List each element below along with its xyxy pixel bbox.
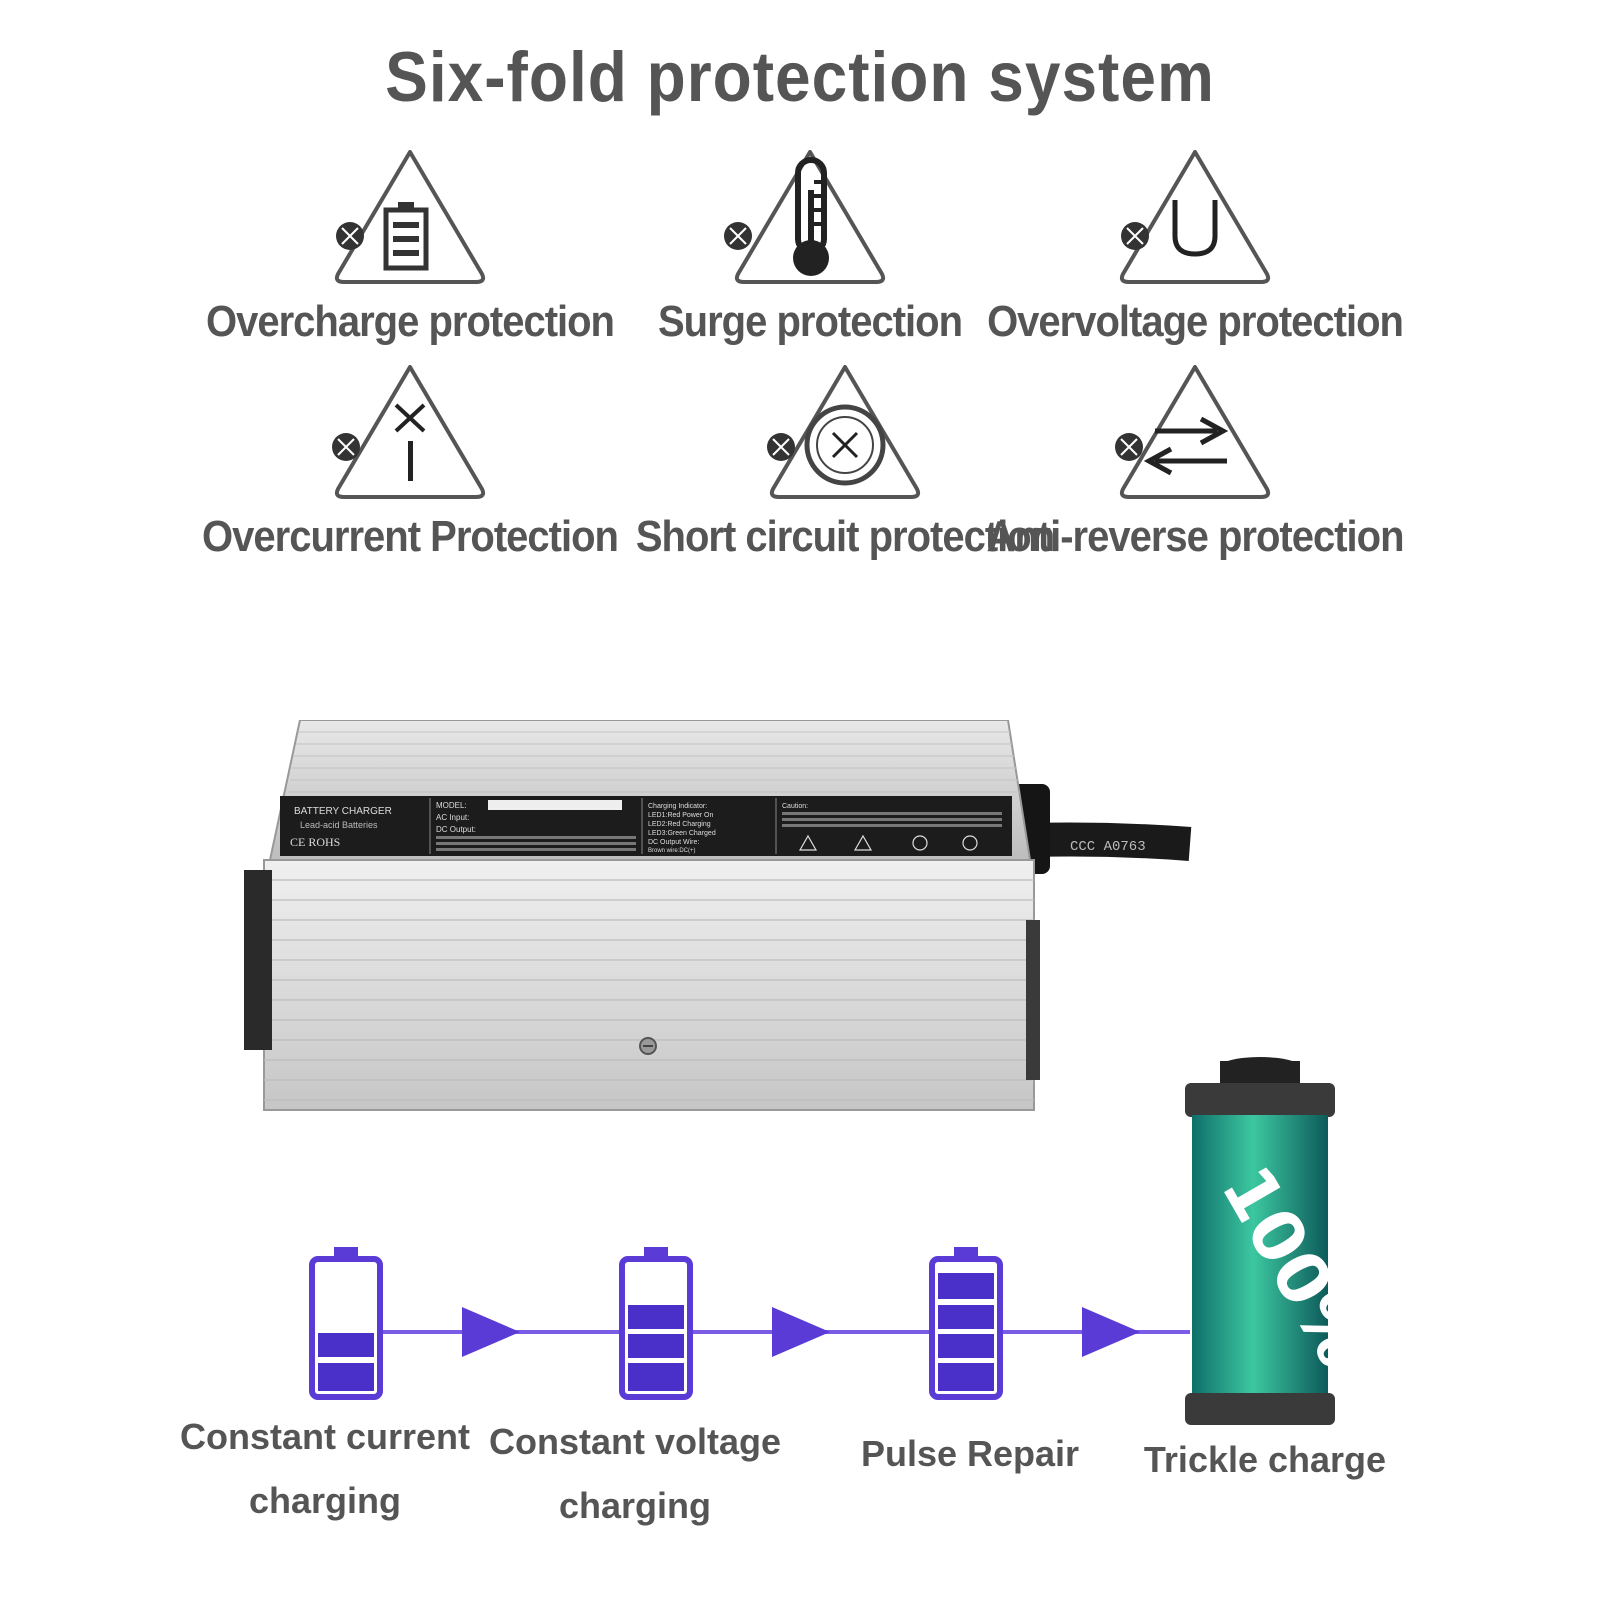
protection-label: Surge protection xyxy=(657,298,963,346)
protection-label: Anti-reverse protection xyxy=(986,513,1404,561)
battery-icon-60 xyxy=(619,1247,693,1400)
label-title: BATTERY CHARGER xyxy=(294,806,392,817)
stage-label-line2: charging xyxy=(558,1485,711,1526)
battery-level-icon xyxy=(383,202,429,271)
wire-brown-text: Brown wire:DC(+) xyxy=(648,848,696,854)
stage-label-line1: Trickle charge xyxy=(1143,1439,1387,1480)
arrow-icon xyxy=(1082,1307,1140,1357)
led2-text: LED2:Red Charging xyxy=(648,821,711,828)
stage-label-constant-current: Constant current charging xyxy=(175,1405,475,1533)
stage-label-line1: Pulse Repair xyxy=(860,1433,1080,1474)
protection-label: Overcurrent Protection xyxy=(202,513,619,561)
stage-label-trickle-charge: Trickle charge xyxy=(1115,1428,1415,1492)
protection-label: Short circuit protection xyxy=(635,513,1055,561)
full-battery-cylinder: 100% xyxy=(1185,1057,1380,1425)
stage-label-pulse-repair: Pulse Repair xyxy=(820,1422,1120,1486)
protection-item-surge: Surge protection xyxy=(590,150,1030,380)
ac-input-label: AC Input: xyxy=(436,813,469,822)
protection-item-overcharge: Overcharge protection xyxy=(190,150,630,380)
wire-title: DC Output Wire: xyxy=(648,839,699,846)
cable-print: CCC A0763 xyxy=(1070,839,1146,855)
cert-marks: CE ROHS xyxy=(290,835,340,849)
model-label: MODEL: xyxy=(436,801,467,810)
stage-label-line2: charging xyxy=(248,1480,401,1521)
battery-icon-40 xyxy=(309,1247,383,1400)
charging-stages: 100% xyxy=(309,1057,1380,1425)
reverse-arrows-icon xyxy=(1143,416,1229,476)
indicator-title: Charging Indicator: xyxy=(648,803,707,810)
stage-label-constant-voltage: Constant voltage charging xyxy=(485,1410,785,1538)
protection-label: Overcharge protection xyxy=(205,298,615,346)
protection-item-short-circuit: Short circuit protection xyxy=(625,365,1065,595)
protection-label: Overvoltage protection xyxy=(987,298,1404,346)
protection-item-overcurrent: Overcurrent Protection xyxy=(190,365,630,595)
current-cross-icon xyxy=(394,403,426,481)
arrow-icon xyxy=(462,1307,520,1357)
voltage-u-icon xyxy=(1172,200,1218,257)
led1-text: LED1:Red Power On xyxy=(648,812,713,819)
protection-item-anti-reverse: Anti-reverse protection xyxy=(975,365,1415,595)
page-title: Six-fold protection system xyxy=(385,37,1215,117)
label-subtitle: Lead-acid Batteries xyxy=(300,820,378,830)
stage-label-line1: Constant voltage xyxy=(488,1421,782,1462)
battery-icon-full xyxy=(929,1247,1003,1400)
thermometer-icon xyxy=(793,157,829,276)
short-circuit-icon xyxy=(804,404,886,486)
led3-text: LED3:Green Charged xyxy=(648,830,716,837)
arrow-icon xyxy=(772,1307,830,1357)
caution-title: Caution: xyxy=(782,803,808,810)
dc-output-label: DC Output: xyxy=(436,825,476,834)
stage-label-line1: Constant current xyxy=(179,1416,471,1457)
battery-charger-image: CCC A0763 BATTERY CHARGER Lead-acid Batt… xyxy=(244,720,1192,1111)
protection-item-overvoltage: Overvoltage protection xyxy=(975,150,1415,380)
